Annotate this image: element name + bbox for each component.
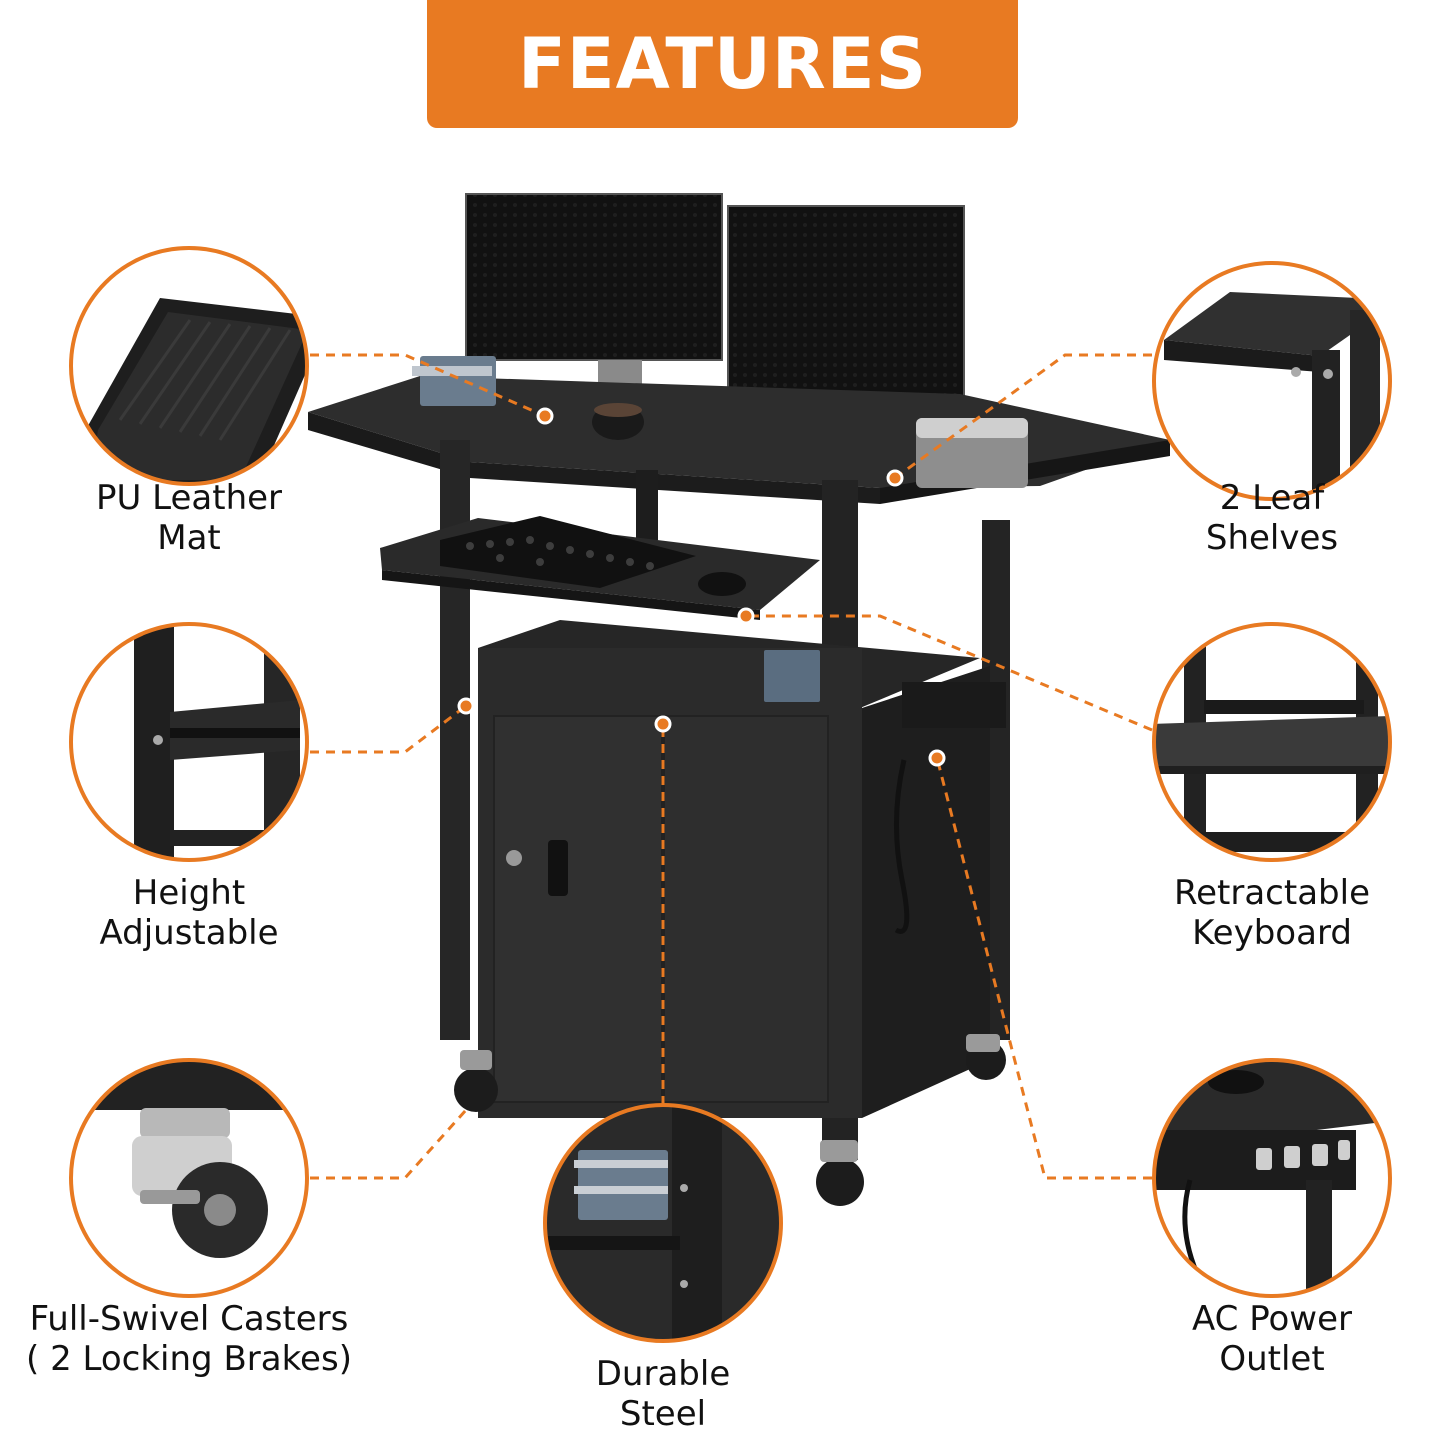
feature-label-height-adjustable: Height Adjustable (39, 873, 339, 953)
feature-label-line: Steel (619, 1394, 707, 1434)
detail-circle-steel (543, 1103, 783, 1343)
feature-label-line: PU Leather (95, 478, 283, 518)
feature-label-line: Durable (595, 1354, 731, 1394)
feature-label-line: Keyboard (1192, 913, 1352, 953)
feature-label-power-outlet: AC Power Outlet (1122, 1299, 1422, 1379)
feature-label-line: ( 2 Locking Brakes) (26, 1339, 352, 1379)
cart (308, 193, 1170, 1206)
feature-label-line: Height (132, 873, 246, 913)
feature-label-casters: Full-Swivel Casters ( 2 Locking Brakes) (4, 1299, 374, 1379)
feature-label-steel: Durable Steel (513, 1354, 813, 1434)
feature-label-leather-mat: PU Leather Mat (39, 478, 339, 558)
feature-label-line: Retractable (1174, 873, 1370, 913)
feature-label-line: Adjustable (99, 913, 279, 953)
feature-label-line: Outlet (1219, 1339, 1325, 1379)
connector-lines (310, 353, 1153, 1180)
detail-circle-leaf-shelves (1152, 261, 1392, 501)
detail-circle-power-outlet (1152, 1058, 1392, 1298)
feature-label-keyboard: Retractable Keyboard (1122, 873, 1422, 953)
detail-circle-leather-mat (69, 246, 309, 486)
feature-label-line: AC Power (1191, 1299, 1352, 1339)
detail-circle-casters (69, 1058, 309, 1298)
feature-label-line: Mat (157, 518, 221, 558)
detail-circle-keyboard (1152, 622, 1392, 862)
banner-title: FEATURES (517, 23, 928, 105)
feature-label-line: Shelves (1205, 518, 1339, 558)
feature-label-line: Full-Swivel Casters (29, 1299, 349, 1339)
features-banner: FEATURES (427, 0, 1018, 128)
feature-label-line: 2 Leaf (1219, 478, 1325, 518)
feature-label-leaf-shelves: 2 Leaf Shelves (1122, 478, 1422, 558)
connector-dots (457, 407, 946, 767)
detail-circle-height-adjustable (69, 622, 309, 862)
